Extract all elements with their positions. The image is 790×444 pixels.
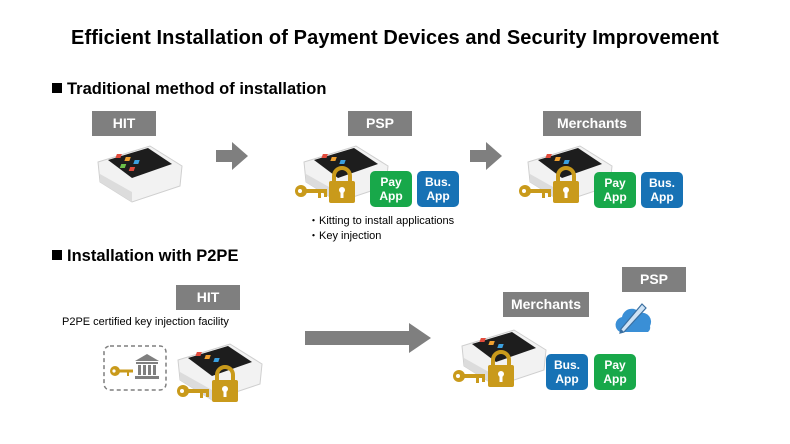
stage-merchants-label: Merchants [543, 111, 641, 136]
facility-note: P2PE certified key injection facility [62, 316, 229, 328]
section-traditional-heading: Traditional method of installation [52, 80, 326, 99]
lock-icon [329, 166, 355, 203]
lock-icon [488, 350, 514, 387]
pay-app-line2: App [379, 189, 403, 203]
key-injection-facility-icon [103, 345, 167, 391]
payment-terminal-icon [177, 343, 263, 401]
bullet-square-icon [52, 250, 62, 260]
section-p2pe-label: Installation with P2PE [67, 247, 239, 265]
pay-app-line1: Pay [604, 358, 626, 372]
section-traditional-label: Traditional method of installation [67, 80, 327, 98]
arrow-right-icon [305, 323, 431, 353]
kitting-note: ・Kitting to install applications [308, 215, 455, 227]
payment-terminal-icon [97, 145, 183, 203]
bus-app-line2: App [650, 190, 674, 204]
bus-app-badge: Bus.App [417, 171, 459, 207]
stage-psp-label: PSP [622, 267, 686, 292]
stage-hit-label: HIT [92, 111, 156, 136]
pay-app-line1: Pay [604, 176, 626, 190]
stage-psp-label: PSP [348, 111, 412, 136]
bus-app-line2: App [426, 189, 450, 203]
stage-hit-label: HIT [176, 285, 240, 310]
key-icon [177, 385, 209, 398]
stage-merchants-label: Merchants [503, 292, 589, 317]
lock-icon [212, 365, 238, 402]
cloud-update-icon [615, 303, 652, 334]
payment-terminal-icon [527, 145, 613, 203]
payment-terminal-icon [461, 329, 547, 387]
bus-app-line2: App [555, 372, 579, 386]
bus-app-line1: Bus. [553, 358, 580, 372]
bullet-square-icon [52, 83, 62, 93]
bus-app-line1: Bus. [424, 175, 451, 189]
page-title: Efficient Installation of Payment Device… [71, 27, 719, 49]
lock-icon [553, 166, 579, 203]
bus-app-badge: Bus.App [641, 172, 683, 208]
arrow-right-icon [216, 142, 248, 170]
bus-app-badge: Bus.App [546, 354, 588, 390]
key-icon [519, 185, 551, 198]
pay-app-line2: App [603, 372, 627, 386]
section-p2pe-heading: Installation with P2PE [52, 247, 238, 266]
key-injection-note: ・Key injection [308, 230, 382, 242]
key-icon [295, 185, 327, 198]
payment-terminal-icon [303, 145, 389, 203]
pay-app-line2: App [603, 190, 627, 204]
pay-app-line1: Pay [380, 175, 402, 189]
arrow-right-icon [470, 142, 502, 170]
bus-app-line1: Bus. [648, 176, 675, 190]
key-icon [453, 370, 485, 383]
